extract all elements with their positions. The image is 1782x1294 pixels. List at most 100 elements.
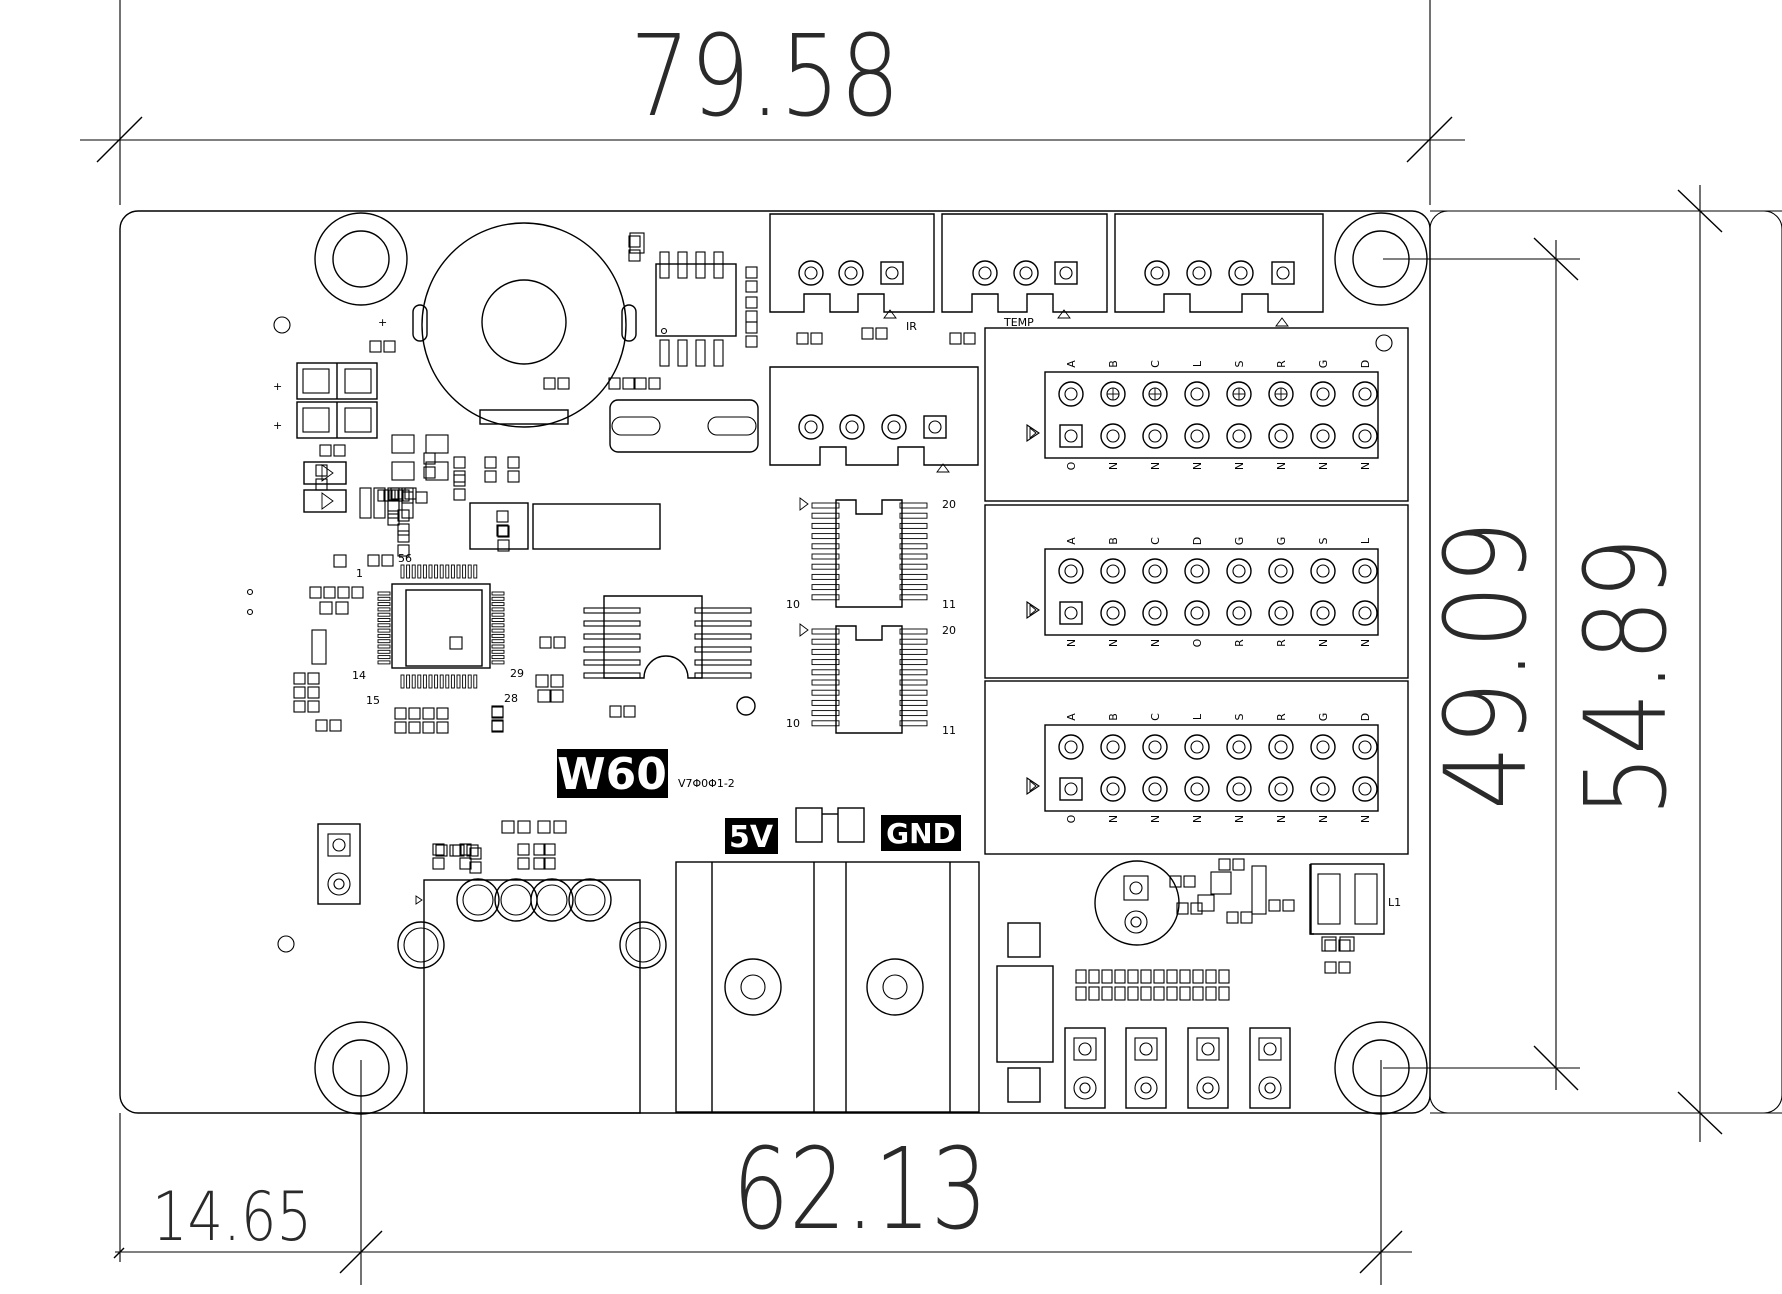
hub-pin-label: N (1233, 462, 1246, 470)
hub-pin-label: S (1233, 713, 1246, 720)
hub-pin-label: L (1359, 537, 1372, 544)
board-width-dimension: 79.58 (630, 12, 900, 142)
battery-holder (412, 222, 637, 428)
soic16-chip (583, 595, 752, 679)
w60-label-block (557, 749, 668, 798)
connector-4pin-top (1114, 213, 1324, 327)
hub-header-pin-labels: AOBNCNLNSNRNGNDNANBNCNDOGRGRSNLNAOBNCNLN… (1065, 360, 1372, 824)
hub-pin-label: N (1275, 815, 1288, 823)
hub-pin-label: O (1065, 814, 1078, 823)
power-terminal-block (675, 861, 980, 1113)
ic2-pin-10: 10 (786, 717, 800, 730)
hub-pin-label: O (1191, 638, 1204, 647)
ic1-pin-10: 10 (786, 598, 800, 611)
soic8-top (655, 251, 737, 367)
hub-pin-label: R (1233, 639, 1246, 647)
hub-pin-label: N (1107, 462, 1120, 470)
label-gnd: GND (886, 817, 956, 850)
hub-pin-label: N (1275, 462, 1288, 470)
hub-pin-label: O (1065, 461, 1078, 470)
hub-header-1 (984, 327, 1409, 502)
ic2-pin-20: 20 (942, 624, 956, 637)
hub-pin-label: R (1275, 360, 1288, 368)
plus-label-2: + (273, 419, 282, 432)
rj45-connector (397, 878, 667, 1114)
version-label: V7Φ0Φ1-2 (678, 777, 735, 790)
hub-pin-label: N (1191, 815, 1204, 823)
hub-pin-label: N (1233, 815, 1246, 823)
hub-pin-label: N (1149, 815, 1162, 823)
bottom-right-components (996, 860, 1385, 1103)
hub-pin-label: N (1149, 639, 1162, 647)
crystal (609, 399, 759, 453)
board-outline-edge (1429, 210, 1782, 1114)
hole-spacing-x-dimension: 62.13 (733, 1125, 988, 1255)
hub-pin-label: N (1317, 815, 1330, 823)
model-label: W60 (557, 749, 667, 800)
hub-header-2 (984, 504, 1409, 679)
hub-pin-label: L (1191, 360, 1204, 367)
hub-pin-label: S (1317, 537, 1330, 544)
label-5v-block (725, 818, 778, 854)
mcu-pin-28: 28 (504, 692, 518, 705)
hub-pin-label: B (1107, 360, 1120, 368)
hub-pin-label: N (1149, 462, 1162, 470)
mounting-holes (314, 212, 1428, 1115)
hub-pin-label: N (1107, 639, 1120, 647)
hub-pin-label: A (1065, 537, 1078, 545)
hub-header-3 (984, 680, 1409, 855)
hub-pin-label: B (1107, 713, 1120, 721)
battery-plus-label: + (378, 316, 387, 329)
mcu-pin-56: 56 (398, 552, 412, 565)
tssop20-ic1 (799, 497, 928, 608)
label-5v: 5V (729, 820, 774, 855)
hub-pin-label: G (1317, 713, 1330, 722)
hub-pin-label: G (1275, 537, 1288, 546)
hub-pin-label: N (1107, 815, 1120, 823)
hub-pin-label: R (1275, 713, 1288, 721)
hole-spacing-y-dimension: 49.09 (1422, 520, 1552, 810)
label-gnd-block (881, 815, 961, 851)
inductor-label: L1 (1388, 896, 1401, 909)
hub-header-pins (1058, 381, 1378, 802)
board-outline (119, 210, 1431, 1114)
hub-pin-label: S (1233, 360, 1246, 367)
ic1-pin-11: 11 (942, 598, 956, 611)
connector-temp (941, 213, 1108, 319)
hub-pin-label: D (1359, 713, 1372, 721)
module-outline (532, 503, 661, 550)
hub-pin-label: D (1359, 360, 1372, 368)
hub-pin-label: C (1149, 360, 1162, 368)
hub-pin-label: C (1149, 537, 1162, 545)
hub-pin-label: N (1359, 639, 1372, 647)
tssop20-ic2 (799, 623, 928, 734)
hub-pin-label: N (1359, 462, 1372, 470)
bottom-2pin-headers (1064, 1027, 1291, 1109)
hub-pin-label: N (1317, 462, 1330, 470)
mcu-pin-29: 29 (510, 667, 524, 680)
mcu-qfp (377, 564, 505, 689)
ic1-pin-20: 20 (942, 498, 956, 511)
connector-4pin-mid (769, 366, 979, 473)
mcu-pin-14: 14 (352, 669, 366, 682)
hub-pin-label: N (1359, 815, 1372, 823)
hub-pin-label: N (1065, 639, 1078, 647)
temp-label: TEMP (1003, 316, 1034, 329)
hole-offset-left-dimension: 14.65 (152, 1178, 312, 1257)
board-height-dimension: 54.89 (1562, 537, 1692, 817)
hub-pin-label: C (1149, 713, 1162, 721)
hub-pin-label: D (1191, 537, 1204, 545)
jumper-pads (795, 807, 865, 843)
hub-pin-label: A (1065, 713, 1078, 721)
ir-label: IR (906, 320, 917, 333)
hub-pin-label: N (1191, 462, 1204, 470)
hub-pin-label: G (1317, 360, 1330, 369)
ic2-pin-11: 11 (942, 724, 956, 737)
hub-pin-label: B (1107, 537, 1120, 545)
hub-pin-label: R (1275, 639, 1288, 647)
connector-ir (769, 213, 935, 319)
hub-pin-label: G (1233, 537, 1246, 546)
smd-pads (293, 232, 1355, 1001)
hub-pin-label: N (1317, 639, 1330, 647)
